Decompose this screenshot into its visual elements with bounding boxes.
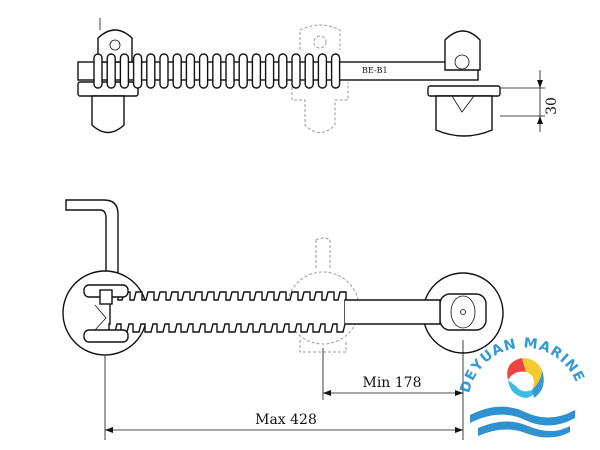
- spring-coil: [106, 53, 116, 89]
- ghost-support-top: [291, 24, 349, 133]
- right-bracket-top: [427, 30, 501, 137]
- dimension-min: Min 178: [322, 340, 464, 400]
- spring-coil: [212, 53, 222, 89]
- spring-coils-top: [93, 53, 341, 89]
- spring-coil: [132, 53, 143, 89]
- spring-coil: [146, 53, 156, 89]
- spring-coil: [330, 53, 341, 89]
- dimension-30: 30: [500, 70, 560, 132]
- spring-coil: [119, 53, 130, 89]
- dimension-30-label: 30: [544, 97, 560, 115]
- spring-coil: [304, 53, 314, 89]
- spring-coil: [251, 53, 262, 89]
- spring-coil: [93, 53, 103, 89]
- bottom-view: Min 178 Max 428: [62, 199, 504, 440]
- spring-coil: [317, 53, 328, 89]
- part-code-label: BE-B1: [362, 66, 388, 75]
- dimension-min-label: Min 178: [362, 375, 421, 391]
- spring-coil: [238, 53, 248, 89]
- spring-coil: [225, 53, 235, 89]
- spring-coil: [198, 53, 209, 89]
- top-view: BE-B1 30: [77, 18, 560, 137]
- spring-coil: [264, 53, 275, 89]
- spring-coil: [291, 53, 301, 89]
- dimension-max: Max 428: [104, 356, 464, 440]
- spring-coil: [172, 53, 182, 89]
- brand-wave-icon: [470, 406, 575, 438]
- left-clamp: [83, 284, 129, 343]
- right-base: [422, 272, 504, 354]
- spring-coil: [278, 53, 288, 89]
- dimension-max-label: Max 428: [255, 412, 317, 428]
- spring-coil: [159, 53, 169, 89]
- spring-coil: [185, 53, 196, 89]
- brand-swirl-icon: [507, 358, 544, 398]
